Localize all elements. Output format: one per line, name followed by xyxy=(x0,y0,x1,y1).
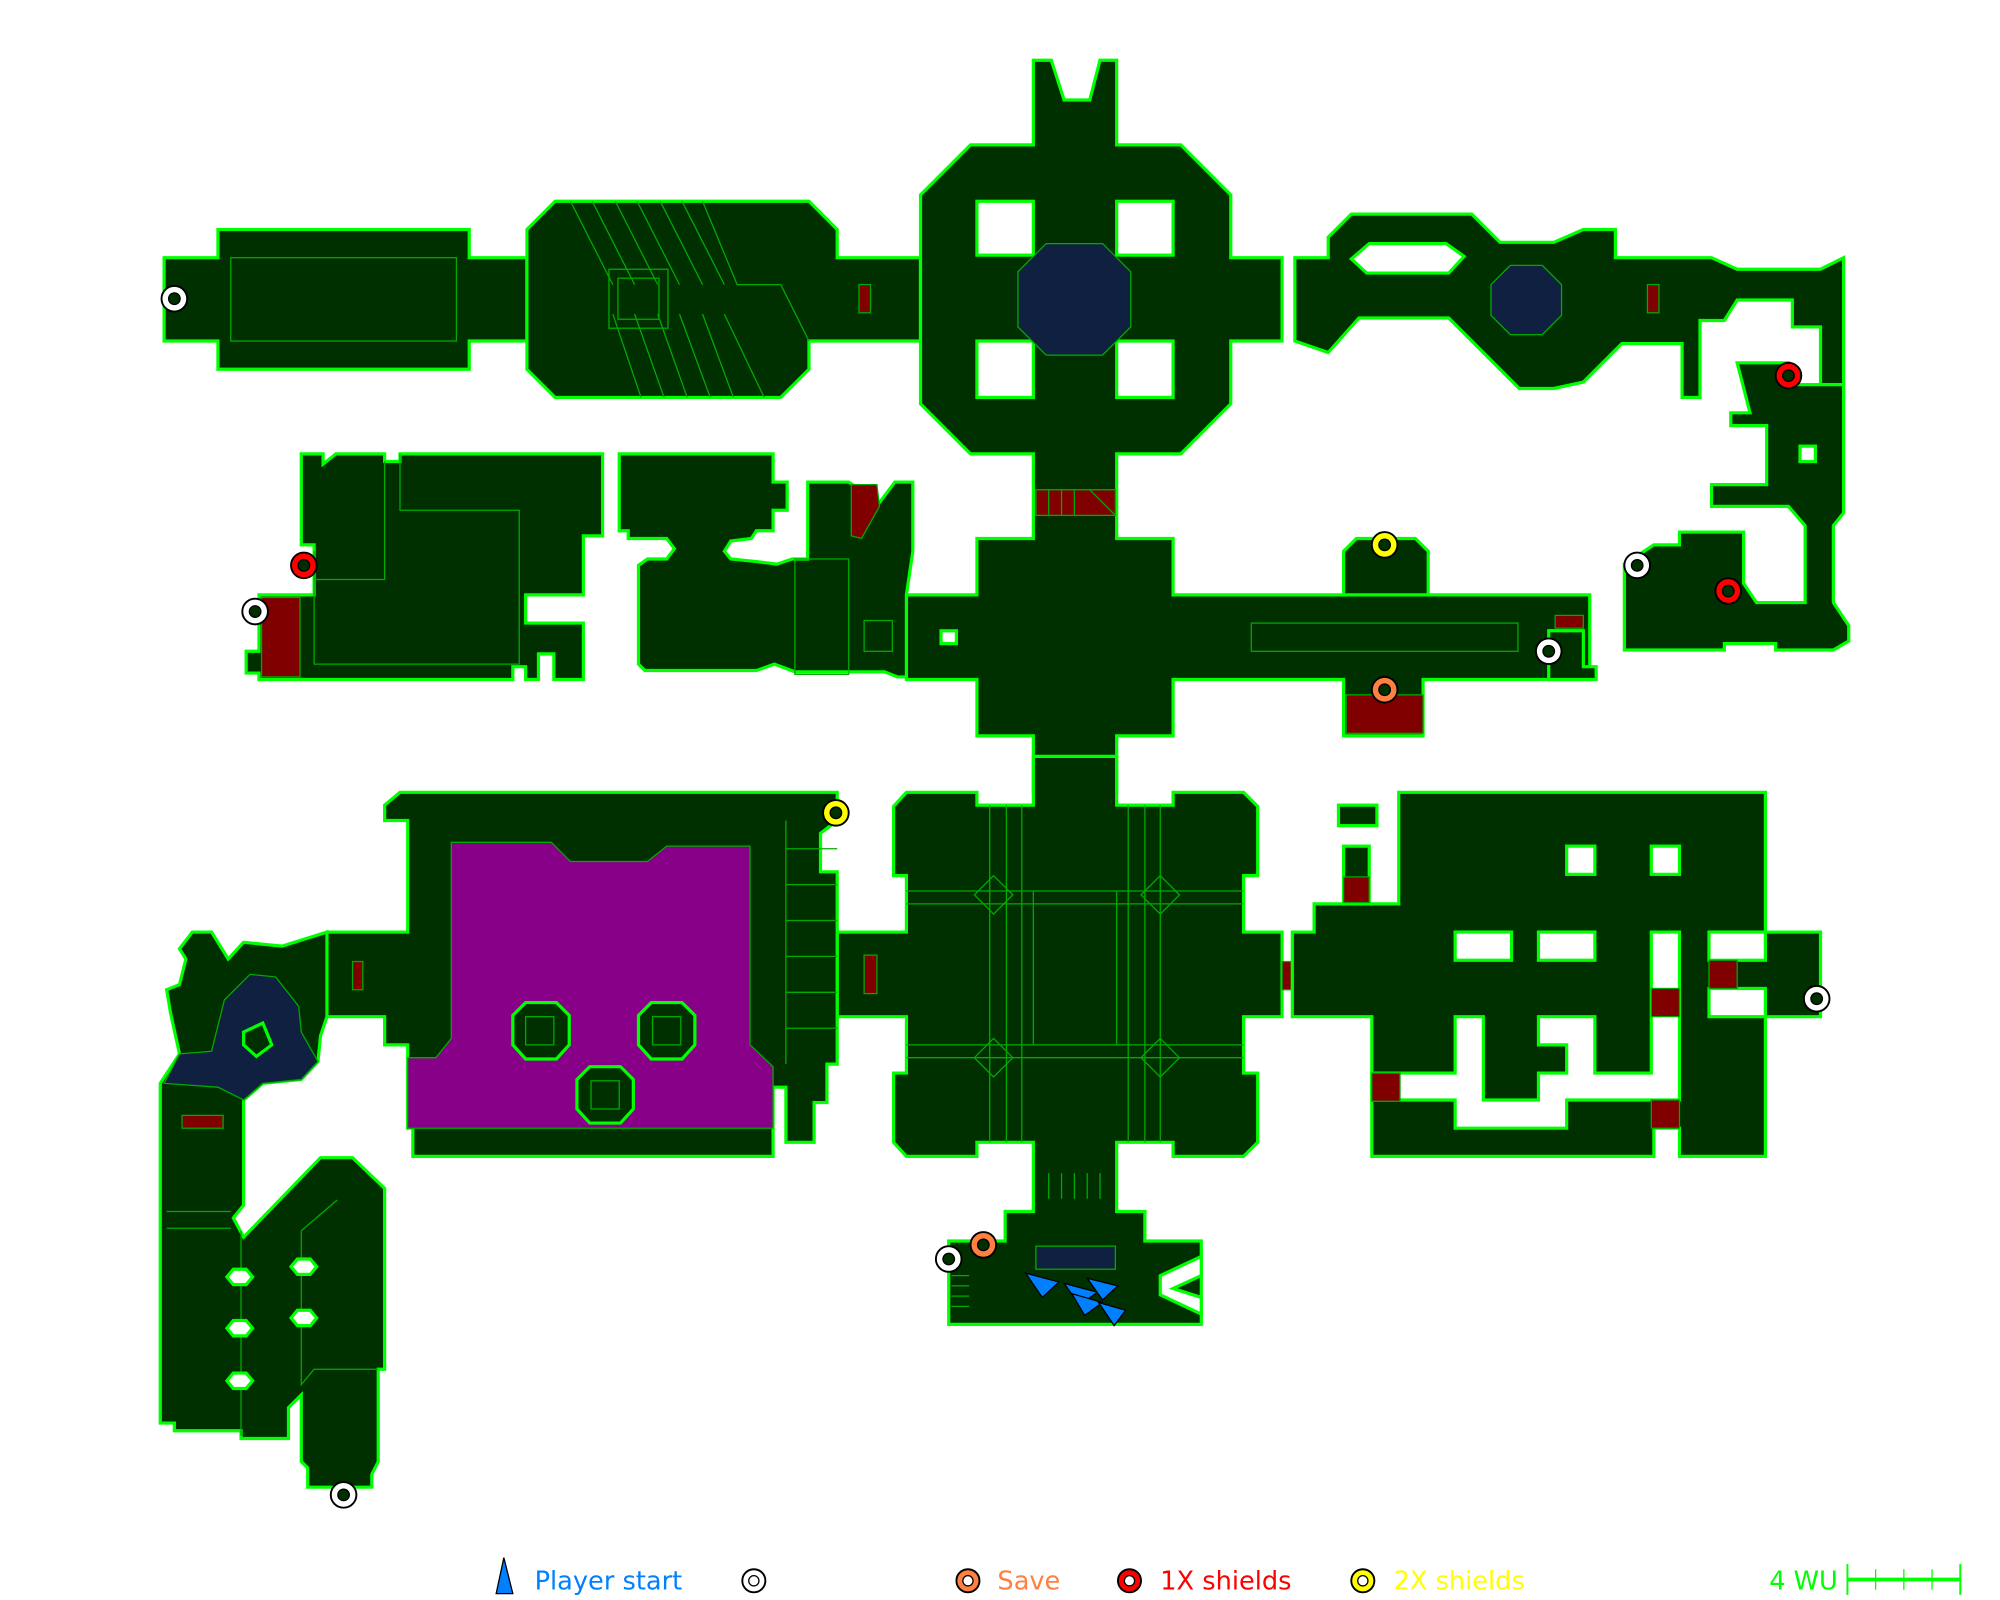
pool-west-cave xyxy=(163,973,319,1101)
pattern-buffer-legend-icon xyxy=(741,1568,767,1594)
legend: Player start Save 1X shields 2X shields … xyxy=(495,1557,1962,1597)
pool-central xyxy=(1017,242,1132,356)
room-mid-center xyxy=(617,452,915,679)
legend-player-start: Player start xyxy=(535,1567,683,1597)
room-central-octagon xyxy=(904,58,1592,794)
room-west-hall xyxy=(162,227,529,371)
legend-save: Save xyxy=(997,1567,1060,1597)
player-start-legend-icon xyxy=(495,1557,514,1595)
legend-scale-label: 4 WU xyxy=(1769,1567,1838,1597)
shields-1x-legend-icon xyxy=(1116,1568,1142,1594)
marker-centers xyxy=(167,292,1824,1502)
pool-east xyxy=(1490,264,1563,336)
map-markers xyxy=(160,284,1831,1509)
room-east-wing xyxy=(1622,361,1851,652)
save-legend-icon xyxy=(955,1568,981,1594)
room-south-cross xyxy=(835,754,1284,1326)
legend-shields-1x: 1X shields xyxy=(1160,1567,1291,1597)
scale-bar xyxy=(1846,1564,1962,1595)
room-north-alcove xyxy=(1341,536,1430,597)
player-start-marker xyxy=(1024,1272,1127,1327)
shields-2x-legend-icon xyxy=(1350,1568,1376,1594)
map-geometry xyxy=(158,58,1851,1489)
legend-shields-2x: 2X shields xyxy=(1394,1567,1525,1597)
